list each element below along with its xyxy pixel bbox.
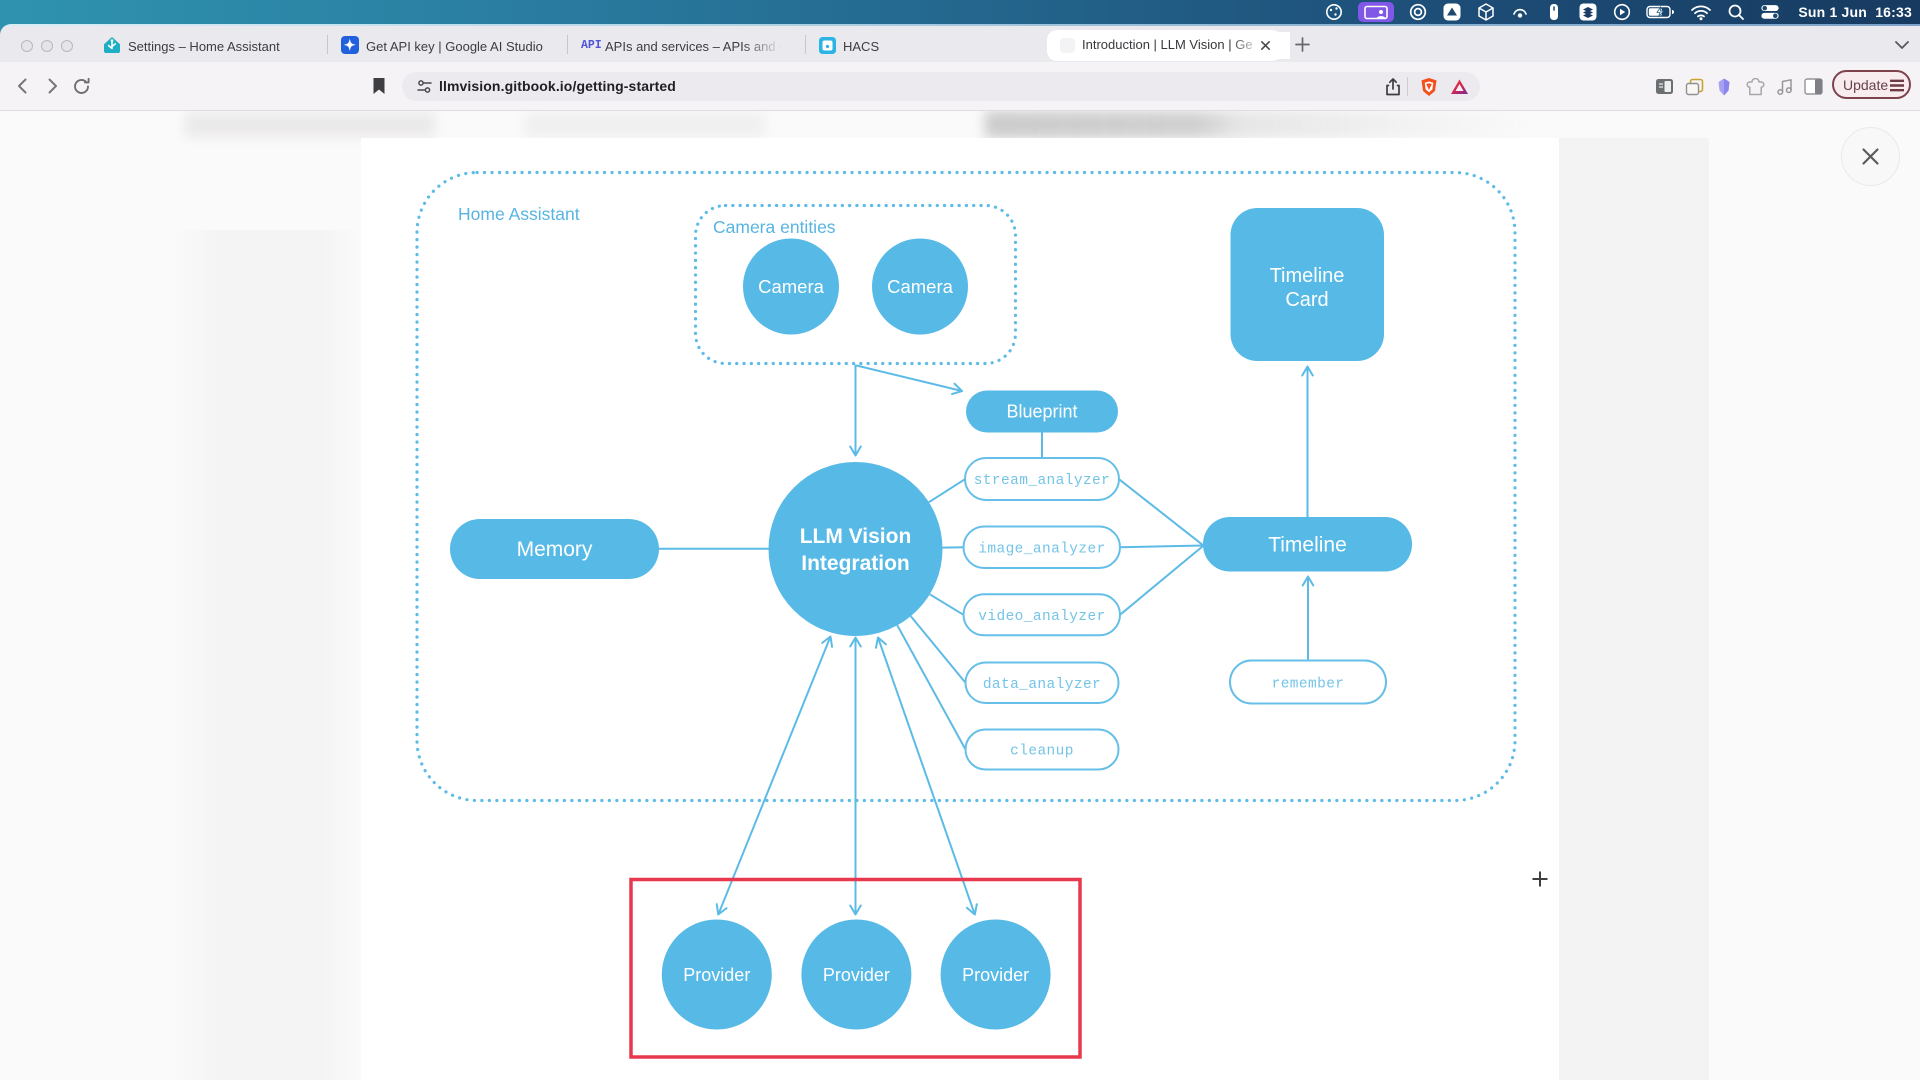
svg-text:Memory: Memory	[517, 538, 593, 561]
svg-text:Camera: Camera	[758, 276, 825, 297]
svg-text:LLM Vision: LLM Vision	[800, 525, 912, 548]
svg-text:Camera entities: Camera entities	[713, 217, 836, 237]
svg-text:Home Assistant: Home Assistant	[458, 204, 580, 224]
svg-text:Camera: Camera	[887, 276, 954, 297]
svg-text:cleanup: cleanup	[1010, 744, 1074, 760]
svg-text:data_analyzer: data_analyzer	[983, 677, 1101, 693]
svg-text:Provider: Provider	[683, 965, 750, 985]
svg-text:Card: Card	[1285, 289, 1328, 311]
svg-text:video_analyzer: video_analyzer	[978, 609, 1105, 625]
svg-text:Provider: Provider	[823, 965, 890, 985]
svg-text:stream_analyzer: stream_analyzer	[974, 473, 1111, 489]
svg-text:Provider: Provider	[962, 965, 1029, 985]
svg-text:image_analyzer: image_analyzer	[978, 542, 1105, 558]
svg-text:Integration: Integration	[801, 552, 910, 575]
svg-text:remember: remember	[1272, 677, 1345, 693]
svg-text:Timeline: Timeline	[1268, 534, 1347, 557]
svg-text:Blueprint: Blueprint	[1006, 402, 1077, 422]
svg-text:Timeline: Timeline	[1270, 265, 1345, 287]
